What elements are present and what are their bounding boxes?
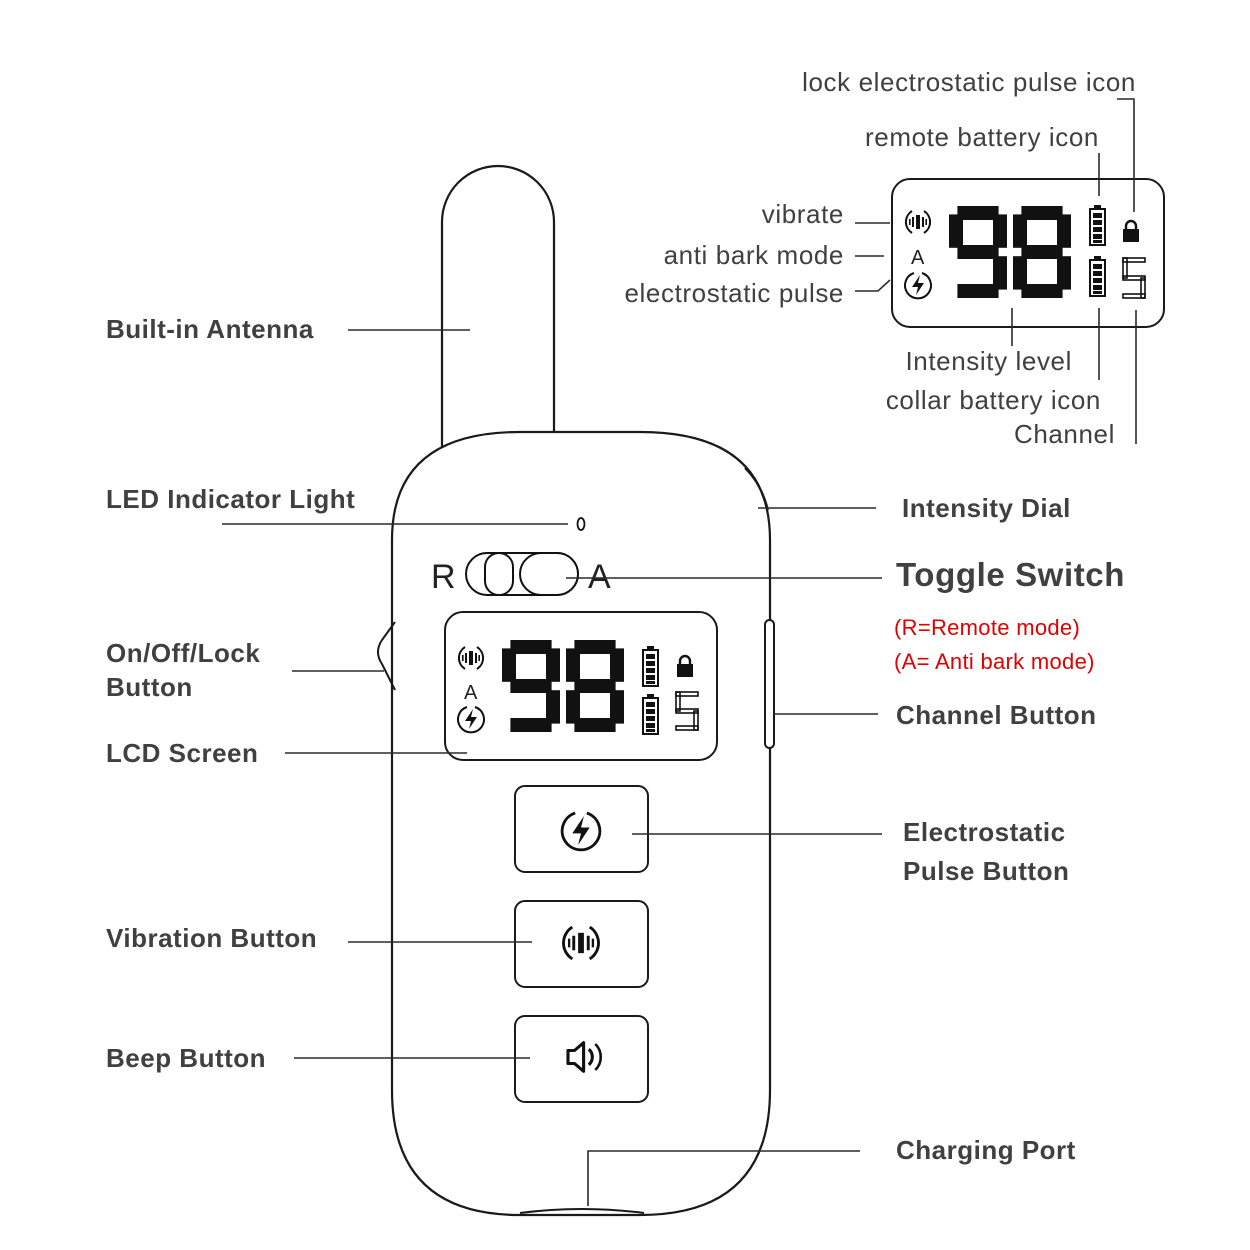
lcd-label: LCD Screen: [106, 738, 259, 768]
intensity-digit-segment: [574, 640, 616, 654]
intensity-digit-segment: [566, 690, 580, 724]
channel-digit-segment: [1122, 293, 1146, 299]
intensity-digit-segment: [1057, 214, 1071, 248]
switch-letter-r: R: [431, 558, 456, 596]
channel-digit-segment: [675, 691, 681, 712]
intensity-digit-segment: [957, 284, 999, 298]
channel-digit-segment: [675, 725, 699, 731]
toggle-note-antibark: (A= Anti bark mode): [894, 649, 1095, 674]
led-label: LED Indicator Light: [106, 484, 356, 514]
intensity-digit-segment: [1057, 256, 1071, 290]
lock-icon-label: lock electrostatic pulse icon: [802, 67, 1136, 97]
antibark-legend-label: anti bark mode: [663, 240, 844, 270]
intensity-digit-segment: [610, 648, 624, 682]
charging-label: Charging Port: [896, 1135, 1076, 1165]
beep-label: Beep Button: [106, 1043, 267, 1073]
beep-button[interactable]: [514, 1015, 649, 1103]
channel-legend-label: Channel: [1013, 419, 1115, 449]
remote-battery-label: remote battery icon: [865, 122, 1099, 152]
inset-channel-digit: [1122, 257, 1146, 299]
pulse-legend-label: electrostatic pulse: [624, 278, 844, 308]
toggle-switch-slot: [519, 552, 579, 596]
led-indicator: [576, 517, 586, 531]
leader-lines: [222, 98, 1137, 1206]
intensity-digit-segment: [574, 718, 616, 732]
inset-mode-letter: A: [911, 247, 925, 269]
power-label-line2: Button: [106, 672, 193, 702]
intensity-digit-segment: [502, 648, 516, 682]
channel-digit-segment: [1122, 257, 1128, 279]
intensity-digit-segment: [1013, 256, 1027, 290]
intensity-digit-segment: [1021, 284, 1063, 298]
intensity-legend-label: Intensity level: [905, 346, 1072, 376]
intensity-digit-segment: [1013, 214, 1027, 248]
antenna-label: Built-in Antenna: [106, 314, 314, 344]
power-button-outline[interactable]: [377, 621, 396, 691]
intensity-digit-segment: [546, 648, 560, 682]
intensity-digit-segment: [957, 206, 999, 220]
intensity-digit-segment: [566, 648, 580, 682]
intensity-digit-segment: [993, 214, 1007, 248]
channel-button-outline[interactable]: [764, 619, 775, 749]
toggle-switch-knob[interactable]: [484, 552, 514, 596]
intensity-digit-segment: [510, 640, 552, 654]
intensity-digit-segment: [510, 718, 552, 732]
dial-label: Intensity Dial: [902, 493, 1071, 523]
pulse-label-line2: Pulse Button: [903, 856, 1070, 886]
lcd-mode-letter: A: [464, 682, 478, 704]
vibration-label: Vibration Button: [106, 923, 318, 953]
intensity-digit-segment: [949, 214, 963, 248]
intensity-digit-segment: [1021, 206, 1063, 220]
switch-letter-a: A: [588, 558, 611, 596]
toggle-note-remote: (R=Remote mode): [894, 615, 1081, 640]
intensity-dial-outline[interactable]: [744, 467, 769, 511]
intensity-digit-segment: [1021, 245, 1063, 259]
pulse-label-line1: Electrostatic: [903, 817, 1066, 847]
inset-intensity-digits: [949, 206, 1071, 298]
intensity-digit-segment: [610, 690, 624, 724]
charging-port-outline: [519, 1208, 645, 1214]
antenna-outline: [440, 164, 556, 468]
intensity-digits: [502, 640, 624, 732]
intensity-digit-segment: [957, 245, 999, 259]
collar-battery-label: collar battery icon: [885, 385, 1101, 415]
vibrate-legend-label: vibrate: [761, 199, 844, 229]
power-label-line1: On/Off/Lock: [106, 638, 261, 668]
intensity-digit-segment: [510, 679, 552, 693]
intensity-digit-segment: [993, 256, 1007, 290]
channel-digit: [675, 691, 699, 731]
intensity-digit-segment: [546, 690, 560, 724]
intensity-digit-segment: [574, 679, 616, 693]
toggle-label: Toggle Switch: [896, 556, 1126, 593]
channel-button-label: Channel Button: [896, 700, 1097, 730]
